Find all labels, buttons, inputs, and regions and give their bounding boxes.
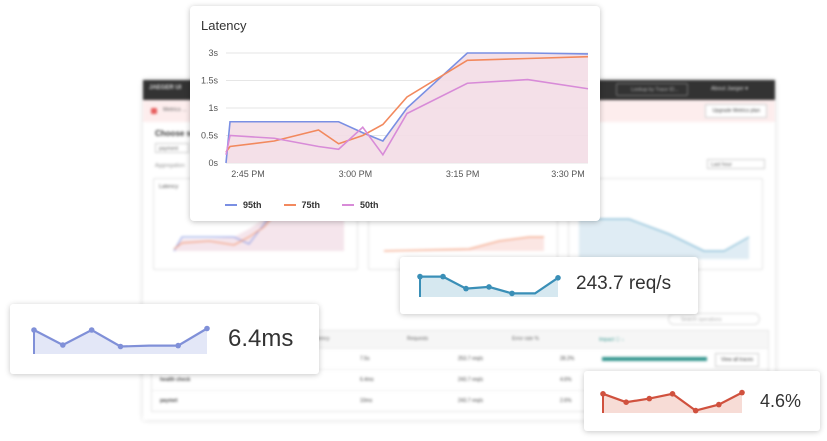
x-tick-label: 2:45 PM (231, 169, 265, 179)
sparkline-point (739, 389, 745, 396)
latency-chart-card: Latency 0s 0.5s 1s 1.5s 3s 2:45 PM 3:00 PM 3:15… (190, 6, 600, 221)
error-rate-value: 4.6% (760, 391, 802, 411)
page-title: Choose service (155, 129, 215, 138)
legend-label-50th: 50th (360, 200, 379, 210)
series-line-50th (225, 78, 589, 157)
legend-swatch-50th (342, 204, 355, 206)
throughput-value: 243.7 req/s (576, 273, 672, 294)
sparkline-point (417, 273, 423, 280)
bg-throughput-plot (383, 236, 544, 252)
y-tick-label: 3s (208, 48, 218, 58)
brand-logo: JAEGER UI (149, 85, 182, 91)
error-rate-card: 4.6% (584, 371, 820, 431)
view-all-traces-button[interactable]: View all traces (715, 353, 760, 367)
sparkline-point (440, 273, 446, 280)
aggregation-label: Aggregation (155, 163, 185, 169)
y-tick-label: 1s (208, 103, 218, 113)
requests-value: 243.7 req/s (458, 377, 484, 383)
error-value: 4.6% (560, 377, 572, 383)
legend-swatch-75th (283, 204, 296, 206)
trace-id-lookup-input[interactable]: Lookup by Trace ID... (616, 83, 688, 96)
sparkline-fill (420, 276, 558, 297)
col-error-rate[interactable]: Error rate % (512, 336, 539, 342)
bg-error-chart (568, 178, 763, 270)
table-row[interactable]: 7.5s 253.7 req/s 28.2% View all traces (152, 348, 768, 369)
search-operations-input[interactable]: Search operations (668, 313, 760, 325)
bg-chart-title: Latency (159, 184, 179, 190)
requests-value: 253.7 req/s (458, 356, 484, 362)
sparkline-point (716, 401, 722, 408)
sparkline-point (486, 284, 492, 290)
throughput-card: 243.7 req/s (400, 257, 698, 314)
notice-text: Metrics ... (163, 107, 187, 113)
legend-item-95th[interactable]: 95th (225, 200, 262, 210)
sparkline-point (623, 399, 629, 405)
sparkline-point (175, 342, 181, 349)
sparkline-point (509, 290, 515, 297)
sparkline-point (669, 391, 676, 397)
legend-label-75th: 75th (301, 200, 321, 210)
series-line-75th (225, 55, 589, 153)
error-value: 2.6% (560, 398, 572, 404)
upgrade-button[interactable]: Upgrade Metrics plan (705, 104, 767, 118)
latency-value: 6.4ms (360, 377, 374, 383)
col-latency[interactable]: Latency (312, 336, 330, 342)
error-value: 28.2% (560, 356, 575, 362)
y-tick-label: 1.5s (201, 76, 219, 86)
service-select[interactable]: payment (155, 143, 189, 153)
x-tick-label: 3:30 PM (551, 169, 585, 179)
latency-legend: 95th 75th 50th (225, 200, 401, 210)
sparkline-point (600, 391, 606, 397)
sparkline-point (31, 327, 37, 333)
requests-value: 243.7 req/s (458, 398, 484, 404)
about-menu[interactable]: About Jaeger ▾ (711, 86, 749, 92)
x-tick-label: 3:15 PM (446, 169, 480, 179)
avg-latency-value: 6.4ms (228, 325, 294, 352)
sparkline-point (692, 407, 699, 414)
sparkline-point (60, 342, 66, 348)
sparkline-fill (34, 328, 207, 354)
legend-swatch-95th (225, 204, 237, 206)
legend-label-95th: 95th (243, 200, 262, 210)
table-row[interactable]: paymet 10ms 243.7 req/s 2.6% (152, 390, 768, 411)
warning-icon (151, 108, 157, 114)
sparkline-point (463, 285, 469, 292)
x-tick-label: 3:00 PM (339, 169, 373, 179)
series-line-95th (225, 52, 589, 164)
sparkline-point (88, 327, 95, 333)
latency-chart-plot: 0s 0.5s 1s 1.5s 3s 2:45 PM 3:00 PM 3:15 PM 3:30 … (201, 48, 589, 179)
latency-chart-title: Latency (201, 18, 247, 33)
col-impact[interactable]: Impact ⓘ ↓ (599, 337, 625, 343)
operation-name: paymet (160, 398, 178, 404)
sparkline-point (646, 395, 653, 402)
latency-value: 7.5s (360, 356, 370, 362)
legend-item-50th[interactable]: 50th (342, 200, 379, 210)
bg-error-plot (579, 218, 750, 259)
throughput-sparkline (417, 273, 561, 297)
sparkline-point (117, 343, 124, 350)
sparkline-point (555, 275, 561, 281)
table-row[interactable]: health check 6.4ms 243.7 req/s 4.6% (152, 369, 768, 390)
avg-latency-card: 6.4ms (10, 304, 319, 374)
impact-bar (602, 357, 707, 361)
sparkline-point (204, 325, 210, 332)
y-tick-label: 0s (208, 158, 218, 168)
latency-value: 10ms (360, 398, 373, 404)
col-requests[interactable]: Requests (407, 336, 429, 342)
timeframe-select[interactable]: Last hour (707, 159, 765, 169)
operation-name: health check (160, 377, 191, 383)
y-tick-label: 0.5s (201, 131, 219, 141)
avg-latency-sparkline (31, 325, 210, 354)
error-rate-sparkline (600, 389, 745, 414)
legend-item-75th[interactable]: 75th (283, 200, 321, 210)
